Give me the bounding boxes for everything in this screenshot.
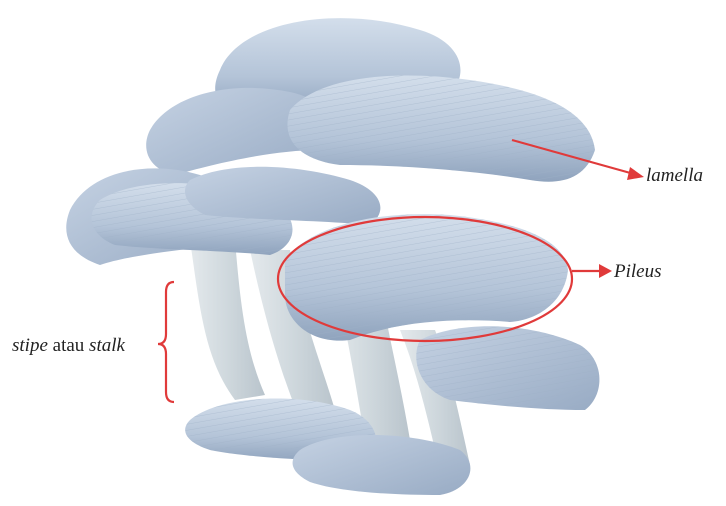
pileus-label: Pileus (614, 262, 662, 281)
caps (66, 18, 599, 495)
stipe-word: stipe (12, 335, 48, 356)
stipe-label: stipe atau stalk (12, 336, 125, 355)
stalk-word: stalk (89, 335, 125, 356)
stipe-connector: atau (48, 335, 89, 356)
lamella-label: lamella (646, 166, 703, 185)
stipe-brace (158, 282, 174, 402)
pileus-arrowhead (599, 264, 612, 278)
lamella-arrowhead (627, 167, 644, 180)
